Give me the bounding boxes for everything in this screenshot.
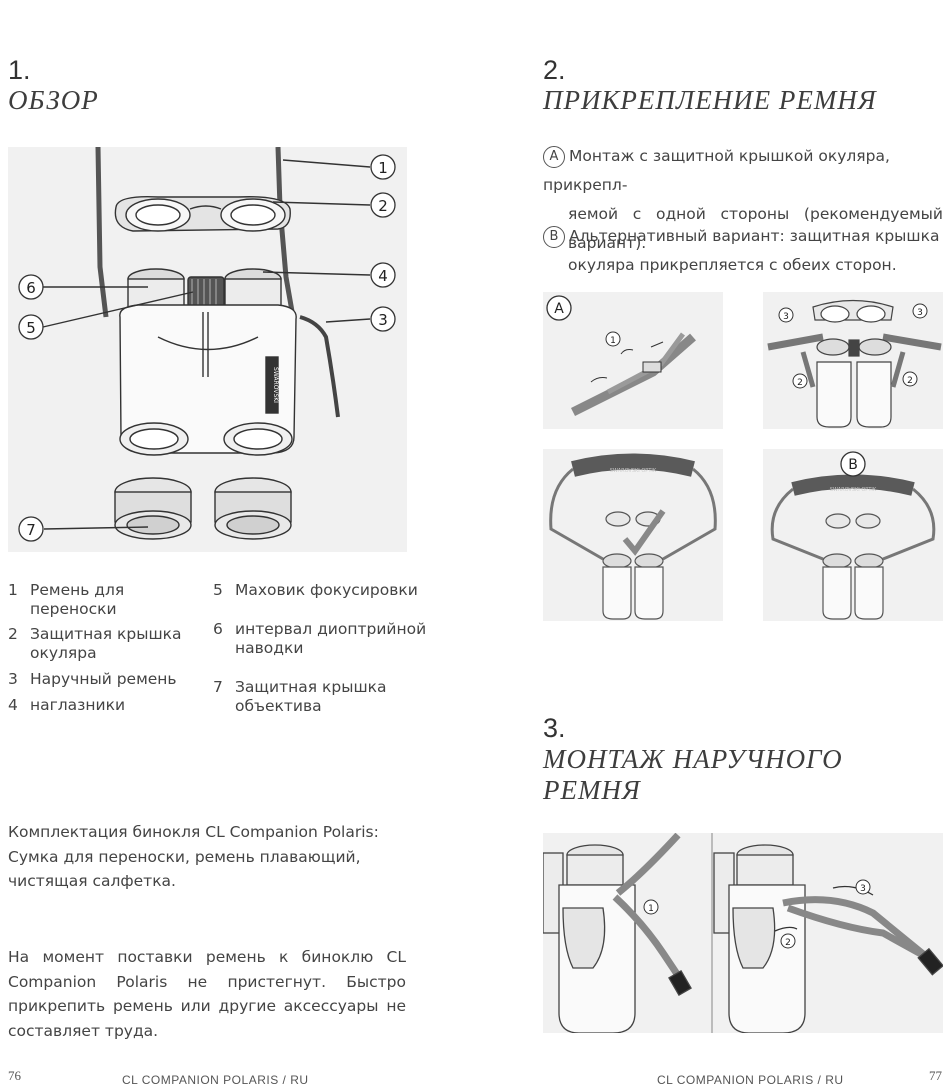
legend-item-1: 1 Ремень для переноски <box>8 581 198 621</box>
page-number-left: 76 <box>8 1068 21 1084</box>
binocular-overview-figure: 1 2 3 4 5 6 7 SWAROVSKI <box>8 147 407 552</box>
fig-a2-step-2-right: 2 <box>907 376 913 386</box>
callout-6: 6 <box>26 279 36 297</box>
alternative-mount-illustration: B SWAROVSKI OPTIK <box>763 449 943 621</box>
wrist-strap-illustration: 1 2 3 <box>543 833 943 1033</box>
legend-num: 1 <box>8 581 18 600</box>
fig-label-a: A <box>554 301 564 317</box>
strap-brand-text: SWAROVSKI OPTIK <box>830 487 877 493</box>
fig-a2-step-2-left: 2 <box>797 378 803 388</box>
section-3-number: 3. <box>543 713 566 744</box>
legend-item-3: 3 Наручный ремень <box>8 670 198 690</box>
legend-num: 3 <box>8 670 18 689</box>
fig-a2-step-3-right: 3 <box>917 308 923 318</box>
section-3-title-line-2: РЕМНЯ <box>543 774 641 806</box>
wrist-strap-figure: 1 2 3 <box>543 833 943 1033</box>
strap-figure-b-alternative: B SWAROVSKI OPTIK <box>763 449 943 621</box>
section-1-number: 1. <box>8 55 31 86</box>
section-2-title: ПРИКРЕПЛЕНИЕ РЕМНЯ <box>543 84 877 116</box>
callout-3: 3 <box>378 311 388 329</box>
footer-left: CL COMPANION POLARIS / RU <box>122 1073 309 1087</box>
fig-a1-step: 1 <box>610 336 616 346</box>
strap-loop-illustration: A 1 <box>543 292 723 429</box>
step-b-line-2: окуляра прикрепляется с обеих сторон. <box>543 251 943 280</box>
callout-2: 2 <box>378 197 388 215</box>
strap-figure-a-loop: A 1 <box>543 292 723 429</box>
legend-text: наглазники <box>30 696 125 715</box>
callout-4: 4 <box>378 267 388 285</box>
legend-text: Защитная крышка объектива <box>235 678 387 716</box>
step-b-line-1: Альтернативный вариант: защитная крышка <box>569 227 939 245</box>
legend-num: 4 <box>8 696 18 715</box>
legend-item-5: 5 Маховик фокусировки <box>213 581 433 601</box>
step-a-line-1: Монтаж с защитной крышкой окуляра, прикр… <box>543 147 890 194</box>
callout-5: 5 <box>26 319 36 337</box>
scope-of-delivery-paragraph: Комплектация бинокля CL Companion Polari… <box>8 820 393 894</box>
legend-item-6: 6 интервал диоптрийной наводки <box>213 620 438 660</box>
section-2-number: 2. <box>543 55 566 86</box>
legend-text: Ремень для переноски <box>30 581 124 619</box>
wrist-step-1: 1 <box>648 904 654 914</box>
legend-num: 2 <box>8 625 18 644</box>
legend-item-2: 2 Защитная крышка окуляра <box>8 625 198 665</box>
section-3-title-line-1: МОНТАЖ НАРУЧНОГО <box>543 743 843 775</box>
callout-1: 1 <box>378 159 388 177</box>
legend-item-4: 4 наглазники <box>8 696 198 716</box>
legend-num: 5 <box>213 581 223 600</box>
section-1-title: ОБЗОР <box>8 84 99 116</box>
brand-mark: SWAROVSKI <box>272 367 279 403</box>
legend-text: интервал диоптрийной наводки <box>235 620 426 658</box>
legend-num: 7 <box>213 678 223 697</box>
strap-figure-a-cover: 3 3 2 2 <box>763 292 943 429</box>
legend-text: Защитная крышка окуляра <box>30 625 182 663</box>
step-a-marker: A <box>543 146 565 168</box>
legend-text: Наручный ремень <box>30 670 177 689</box>
step-b-marker: B <box>543 226 565 248</box>
legend-num: 6 <box>213 620 223 639</box>
delivery-note-paragraph: На момент поставки ремень к биноклю CL C… <box>8 945 406 1043</box>
legend-item-7: 7 Защитная крышка объектива <box>213 678 433 718</box>
legend-text: Маховик фокусировки <box>235 581 418 600</box>
fig-a2-step-3-left: 3 <box>783 312 789 322</box>
callout-7: 7 <box>26 521 36 539</box>
strap-figure-recommended: SWAROVSKI OPTIK <box>543 449 723 621</box>
strap-brand-text: SWAROVSKI OPTIK <box>610 468 657 474</box>
page-number-right: 77 <box>929 1068 942 1084</box>
wrist-step-3: 3 <box>860 884 866 894</box>
footer-right: CL COMPANION POLARIS / RU <box>657 1073 844 1087</box>
binocular-overview-illustration: 1 2 3 4 5 6 7 SWAROVSKI <box>8 147 407 552</box>
recommended-mount-illustration: SWAROVSKI OPTIK <box>543 449 723 621</box>
wrist-step-2: 2 <box>785 938 791 948</box>
fig-label-b: B <box>848 457 858 473</box>
cover-attach-illustration: 3 3 2 2 <box>763 292 943 429</box>
